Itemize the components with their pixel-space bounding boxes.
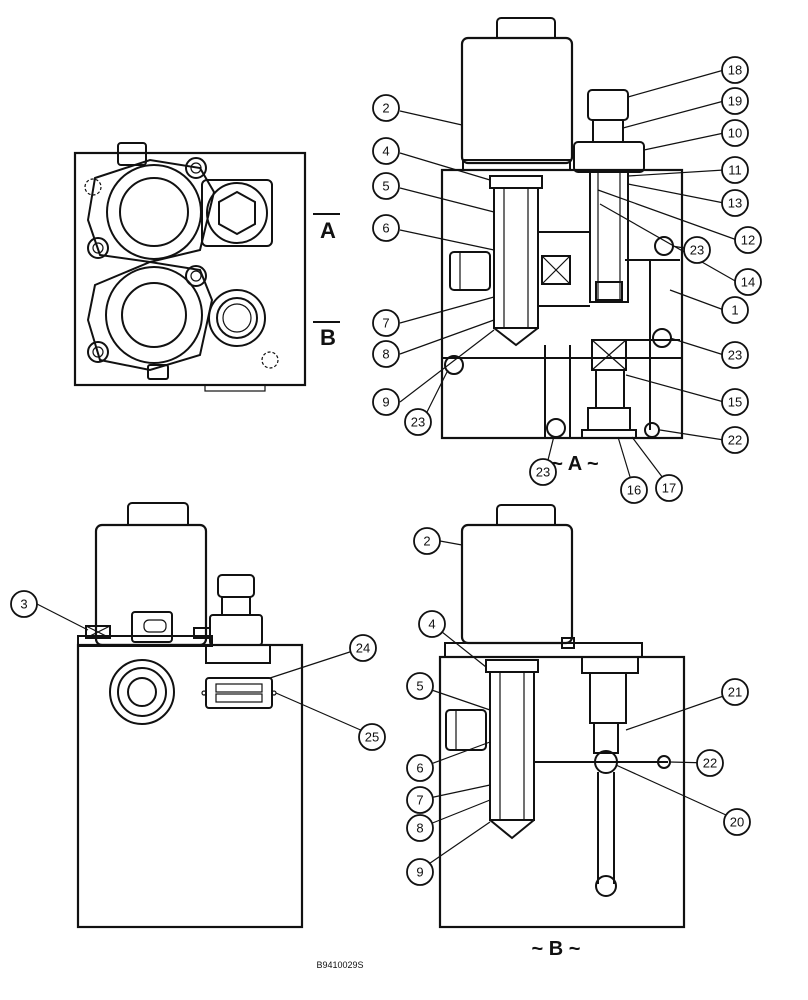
- svg-text:19: 19: [728, 94, 742, 109]
- svg-text:15: 15: [728, 395, 742, 410]
- svg-text:18: 18: [728, 63, 742, 78]
- section-marker-a: A: [320, 218, 336, 243]
- reference-code: B9410029S: [316, 960, 363, 970]
- callout-14: 14: [734, 268, 762, 296]
- side-view: [76, 502, 304, 929]
- svg-text:12: 12: [741, 233, 755, 248]
- callout-22: 22: [696, 749, 724, 777]
- callout-9: 9: [372, 388, 400, 416]
- svg-text:7: 7: [416, 793, 423, 808]
- svg-text:10: 10: [728, 126, 742, 141]
- svg-text:21: 21: [728, 685, 742, 700]
- section-b-caption: ~ B ~: [532, 938, 581, 960]
- callouts: 2 4 5 6 7 8 9 23 18 19 10 11 13 12 23 14…: [10, 56, 762, 886]
- callout-6: 6: [372, 214, 400, 242]
- callout-23: 23: [683, 236, 711, 264]
- callout-16: 16: [620, 476, 648, 504]
- svg-text:9: 9: [416, 865, 423, 880]
- svg-text:7: 7: [382, 316, 389, 331]
- section-a-caption: ~ A ~: [551, 453, 598, 475]
- svg-text:23: 23: [728, 348, 742, 363]
- callout-21: 21: [721, 678, 749, 706]
- svg-text:25: 25: [365, 730, 379, 745]
- section-a-view: ~ A ~: [440, 17, 684, 475]
- callout-24: 24: [349, 634, 377, 662]
- callout-25: 25: [358, 723, 386, 751]
- svg-text:4: 4: [428, 617, 435, 632]
- callout-23: 23: [404, 408, 432, 436]
- svg-text:13: 13: [728, 196, 742, 211]
- svg-text:16: 16: [627, 483, 641, 498]
- callout-1: 1: [721, 296, 749, 324]
- svg-text:5: 5: [382, 179, 389, 194]
- svg-text:24: 24: [356, 641, 370, 656]
- callout-23: 23: [721, 341, 749, 369]
- svg-text:2: 2: [423, 534, 430, 549]
- section-marker-b: B: [320, 325, 336, 350]
- callout-7: 7: [406, 786, 434, 814]
- callout-11: 11: [721, 156, 749, 184]
- svg-text:23: 23: [536, 465, 550, 480]
- svg-text:3: 3: [20, 597, 27, 612]
- callout-13: 13: [721, 189, 749, 217]
- callout-5: 5: [372, 172, 400, 200]
- top-view: A B: [73, 142, 340, 392]
- svg-text:20: 20: [730, 815, 744, 830]
- callout-4: 4: [418, 610, 446, 638]
- svg-text:9: 9: [382, 395, 389, 410]
- svg-text:14: 14: [741, 275, 755, 290]
- svg-text:8: 8: [382, 347, 389, 362]
- callout-12: 12: [734, 226, 762, 254]
- callout-7: 7: [372, 309, 400, 337]
- callout-23: 23: [529, 458, 557, 486]
- callout-2: 2: [372, 94, 400, 122]
- svg-text:17: 17: [662, 481, 676, 496]
- svg-text:22: 22: [728, 433, 742, 448]
- callout-3: 3: [10, 590, 38, 618]
- svg-text:8: 8: [416, 821, 423, 836]
- callout-2: 2: [413, 527, 441, 555]
- callout-15: 15: [721, 388, 749, 416]
- svg-text:6: 6: [416, 761, 423, 776]
- callout-17: 17: [655, 474, 683, 502]
- svg-text:4: 4: [382, 144, 389, 159]
- svg-text:6: 6: [382, 221, 389, 236]
- callout-4: 4: [372, 137, 400, 165]
- callout-19: 19: [721, 87, 749, 115]
- callout-10: 10: [721, 119, 749, 147]
- callout-9: 9: [406, 858, 434, 886]
- callout-8: 8: [406, 814, 434, 842]
- svg-text:23: 23: [411, 415, 425, 430]
- callout-5: 5: [406, 672, 434, 700]
- section-b-view: ~ B ~: [438, 504, 686, 960]
- svg-text:22: 22: [703, 756, 717, 771]
- callout-8: 8: [372, 340, 400, 368]
- svg-text:1: 1: [731, 303, 738, 318]
- svg-text:23: 23: [690, 243, 704, 258]
- svg-text:2: 2: [382, 101, 389, 116]
- callout-22: 22: [721, 426, 749, 454]
- svg-text:5: 5: [416, 679, 423, 694]
- svg-text:11: 11: [728, 163, 742, 178]
- callout-6: 6: [406, 754, 434, 782]
- callout-18: 18: [721, 56, 749, 84]
- callout-20: 20: [723, 808, 751, 836]
